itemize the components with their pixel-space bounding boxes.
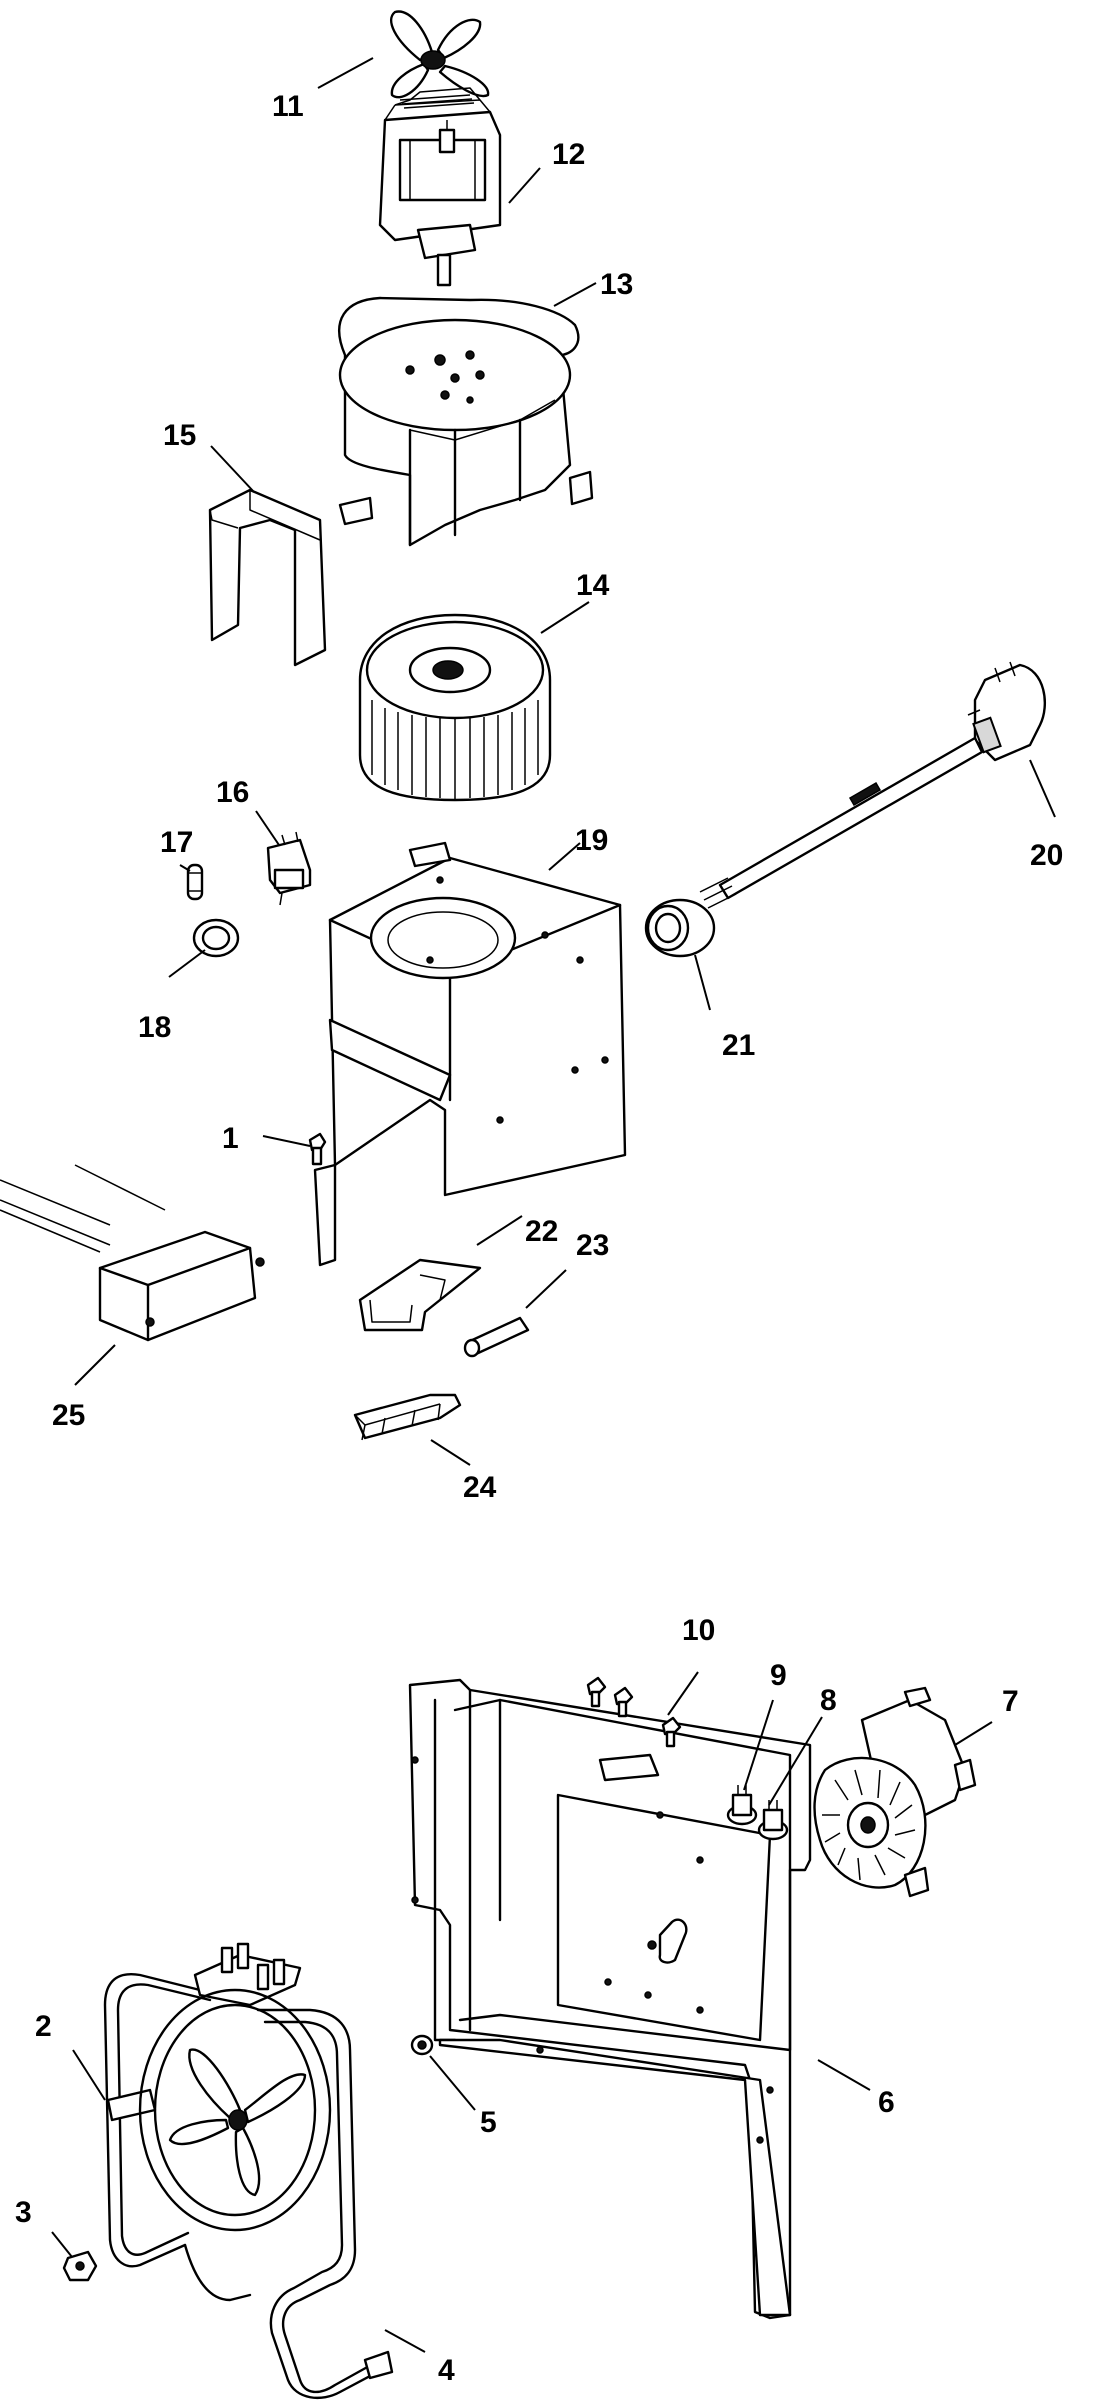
- part-13-blower-housing: [338, 296, 594, 547]
- callout-10: 10: [682, 1614, 715, 1647]
- part-25-heater-element: [0, 1164, 265, 1342]
- callout-7: 7: [1002, 1685, 1019, 1718]
- callout-6: 6: [878, 2086, 895, 2119]
- part-8-thermostat: [757, 1800, 789, 1841]
- callout-9: 9: [770, 1659, 787, 1692]
- part-23-fuse: [463, 1316, 530, 1358]
- part-14-blower-wheel: [358, 613, 552, 802]
- callout-13: 13: [600, 268, 633, 301]
- callout-19: 19: [575, 824, 608, 857]
- part-22-terminal-block: [358, 1258, 482, 1332]
- part-9-thermostat: [726, 1785, 758, 1826]
- part-3-nut: [62, 2250, 98, 2282]
- leader-lines: [51, 57, 1056, 2353]
- part-5-nut: [410, 2034, 434, 2056]
- part-18-grommet: [192, 918, 240, 958]
- callout-12: 12: [552, 138, 585, 171]
- callout-8: 8: [820, 1684, 837, 1717]
- part-12-motor: [378, 87, 502, 287]
- part-21-grommet: [644, 898, 716, 958]
- part-6-back-panel: [408, 1678, 812, 2320]
- part-15-bracket: [208, 488, 327, 667]
- callout-1: 1: [222, 1122, 239, 1155]
- part-4-convection-fan: [138, 1988, 332, 2232]
- part-11-fan-blade: [390, 10, 490, 99]
- part-17-fuse: [186, 863, 204, 901]
- callout-18: 18: [138, 1011, 171, 1044]
- part-20-power-cord: [699, 661, 1047, 909]
- callout-22: 22: [525, 1215, 558, 1248]
- callout-3: 3: [15, 2196, 32, 2229]
- part-1-screw: [308, 1132, 327, 1166]
- callout-16: 16: [216, 776, 249, 809]
- callout-17: 17: [160, 826, 193, 859]
- callout-4: 4: [438, 2354, 455, 2387]
- callout-25: 25: [52, 1399, 85, 1432]
- callout-11: 11: [272, 90, 304, 123]
- callout-20: 20: [1030, 839, 1063, 872]
- part-10-screws: [586, 1676, 682, 1748]
- callout-5: 5: [480, 2106, 497, 2139]
- callout-21: 21: [722, 1029, 755, 1062]
- callout-2: 2: [35, 2010, 52, 2043]
- callout-15: 15: [163, 419, 196, 452]
- callout-14: 14: [576, 569, 610, 602]
- part-24-clip-bracket: [353, 1393, 462, 1441]
- part-7-convection-motor: [813, 1686, 977, 1898]
- callout-24: 24: [463, 1471, 497, 1504]
- callout-23: 23: [576, 1229, 609, 1262]
- part-19-main-housing: [313, 841, 627, 1267]
- part-16-switch: [266, 831, 312, 906]
